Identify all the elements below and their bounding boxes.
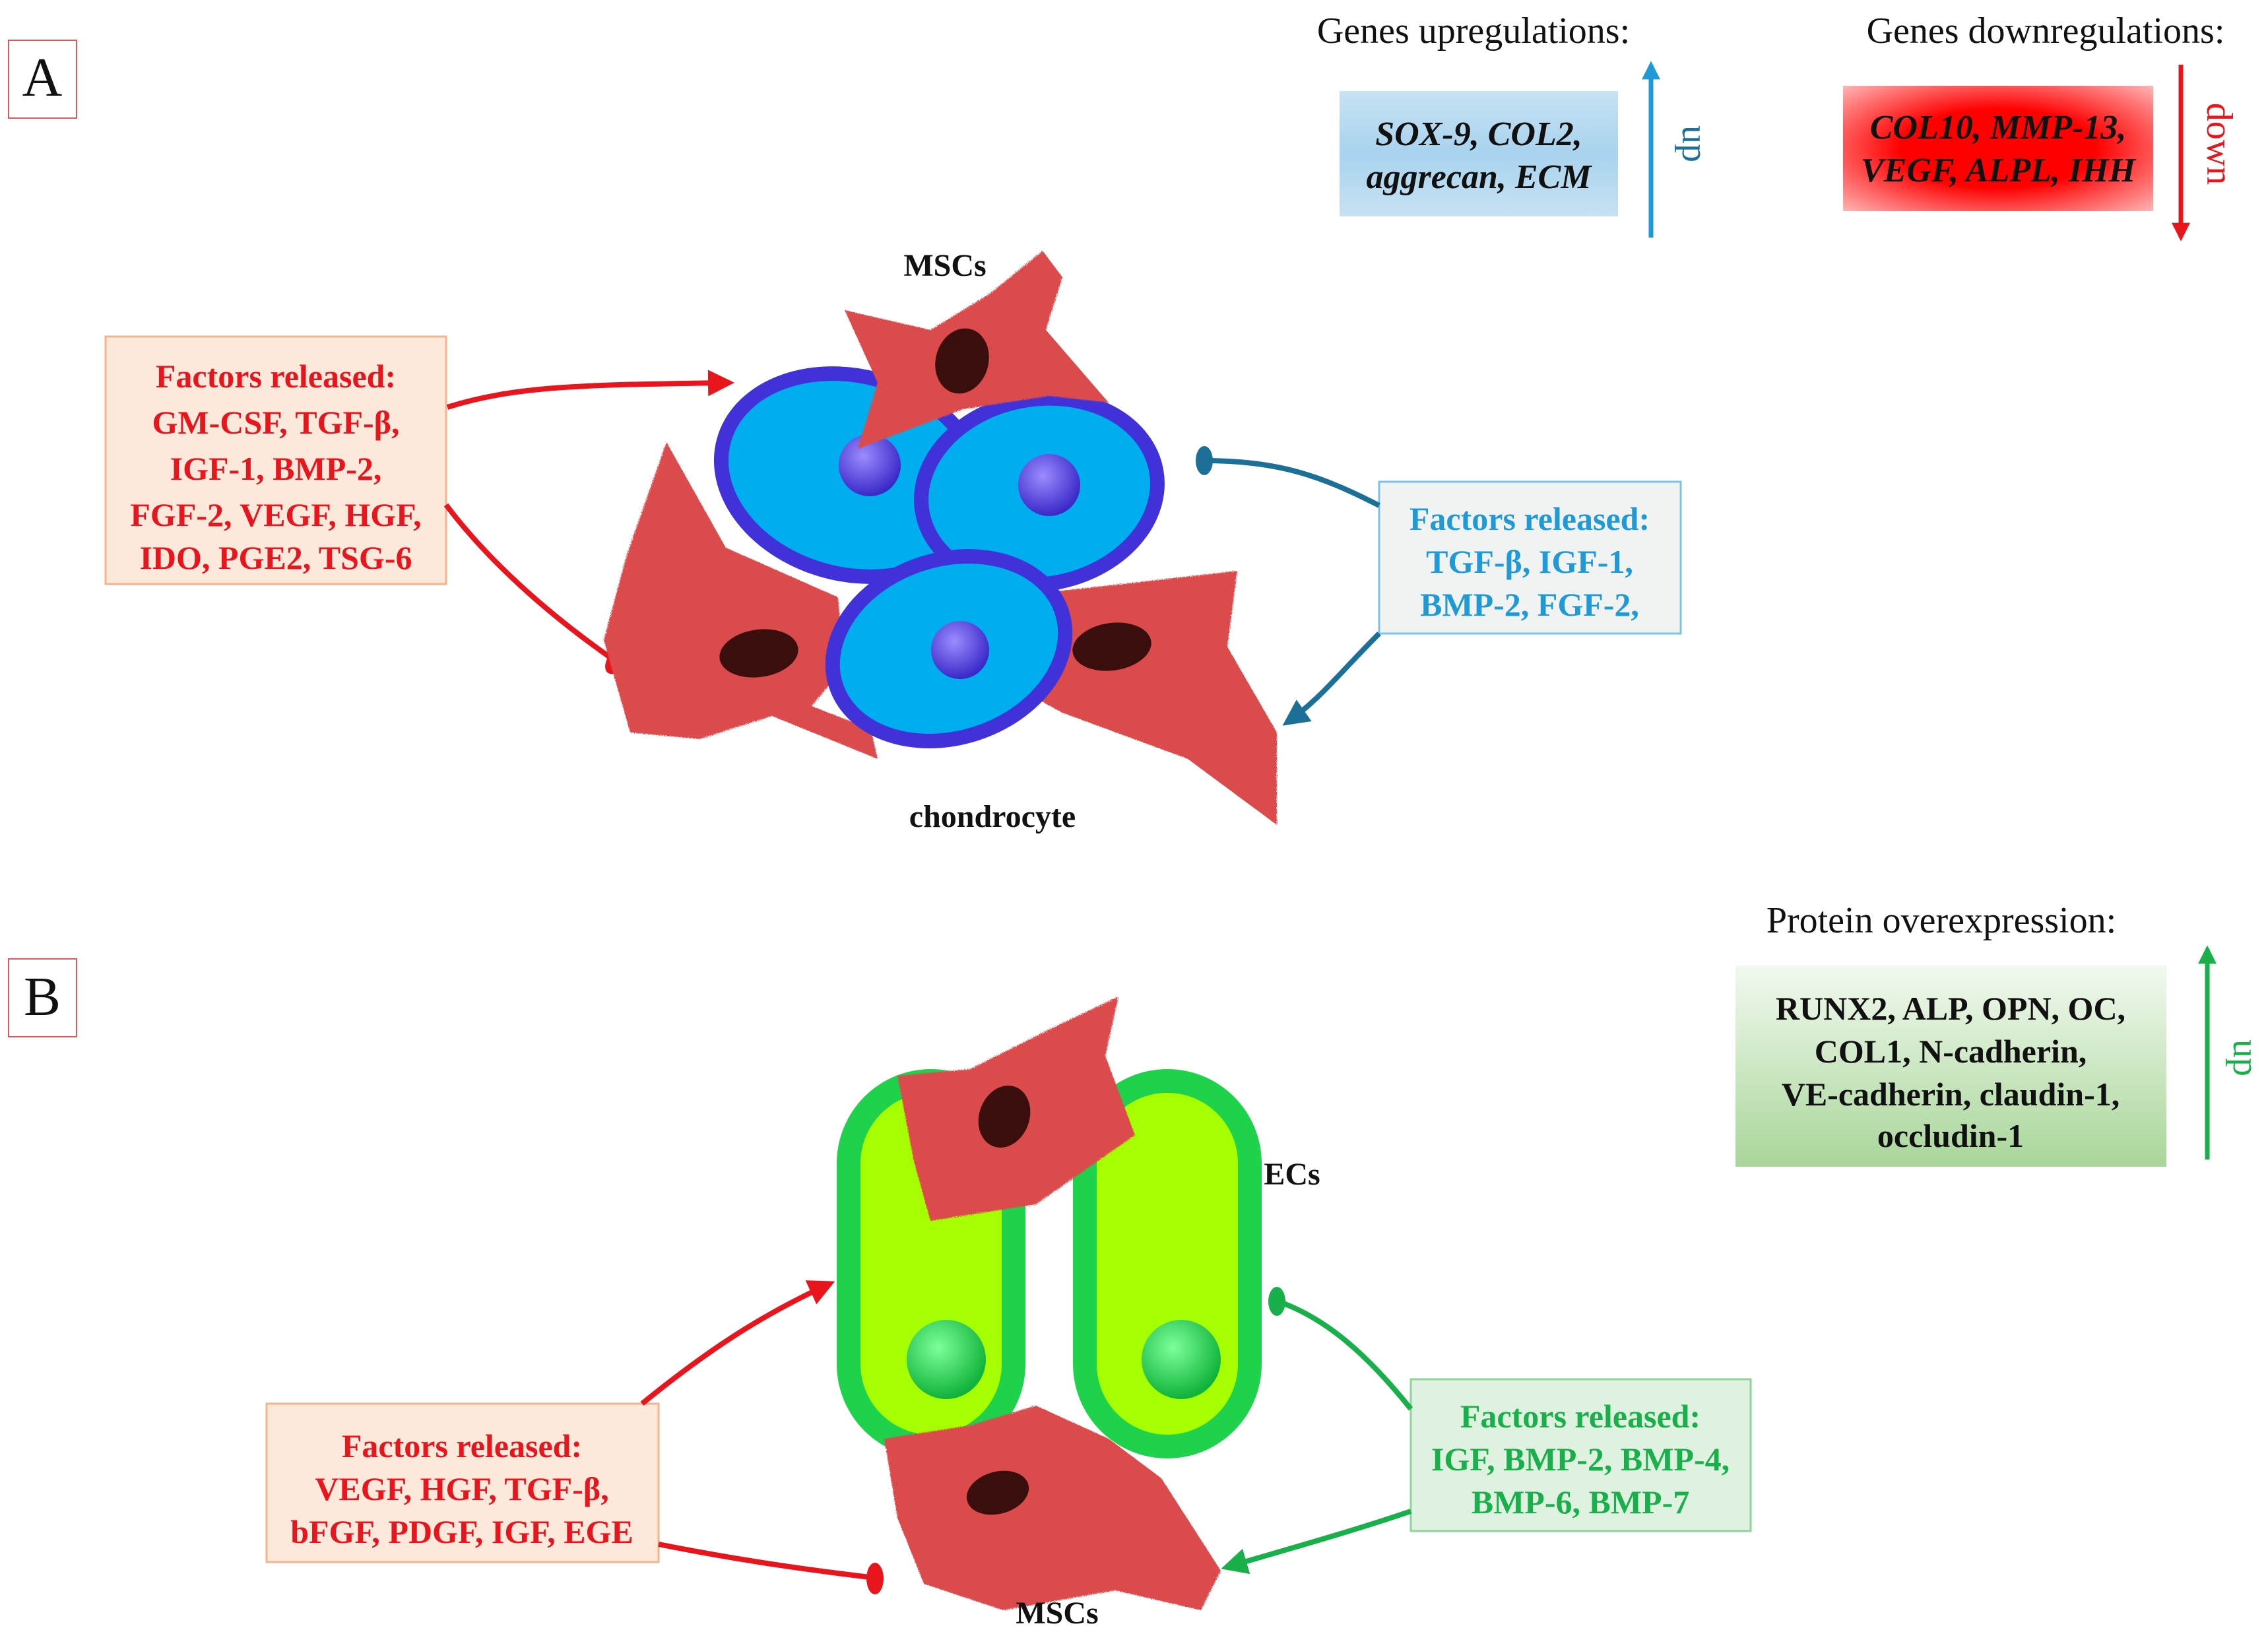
protein-line-1: RUNX2, ALP, OPN, OC,	[1776, 990, 2125, 1027]
endothelial-cell-right	[1073, 1069, 1262, 1458]
genes-up-box	[1340, 91, 1618, 216]
ec-factors-line-2: BMP-6, BMP-7	[1472, 1484, 1689, 1520]
panel-a: A Genes upregulations: SOX-9, COL2, aggr…	[8, 11, 2240, 834]
panel-a-chondro-inhibit-end	[1196, 446, 1213, 475]
panel-b-msc-inhibit-end	[866, 1563, 884, 1594]
chondrocyte-nucleus-1	[839, 434, 901, 496]
panel-b-msc-factors-line-1: VEGF, HGF, TGF-β,	[315, 1470, 608, 1507]
panel-b-msc-factors-title: Factors released:	[342, 1427, 582, 1464]
chondrocyte-factors-title: Factors released:	[1409, 500, 1650, 537]
panel-a-msc-cell-top	[845, 251, 1109, 449]
panel-a-msc-factors-line-2: IGF-1, BMP-2,	[170, 450, 382, 487]
panel-a-label-box	[8, 40, 77, 119]
panel-a-msc-nucleus-left	[719, 629, 798, 678]
panel-a-msc-to-chondro-arrow	[446, 370, 734, 410]
genes-down-heading: Genes downregulations:	[1867, 11, 2225, 51]
genes-down-box	[1843, 86, 2153, 211]
ec-factors-box	[1409, 1378, 1752, 1532]
panel-a-chondro-to-msc-arrow	[1282, 632, 1381, 726]
panel-a-msc-cell-left	[604, 442, 878, 759]
protein-line-3: VE-cadherin, claudin-1,	[1782, 1076, 2120, 1113]
panel-a-msc-nucleus-top	[935, 328, 989, 394]
panel-b-msc-factors-box	[265, 1402, 660, 1563]
chondrocyte-factors-box	[1378, 480, 1682, 635]
ec-factors-line-1: IGF, BMP-2, BMP-4,	[1431, 1441, 1730, 1478]
genes-up-heading: Genes upregulations:	[1317, 11, 1630, 51]
panel-b-msc-cell-top	[897, 996, 1135, 1221]
panel-a-mscs-label: MSCs	[903, 248, 986, 283]
panel-b-mscs-label: MSCs	[1016, 1596, 1098, 1631]
genes-up-arrow-label: up	[1674, 125, 1715, 162]
panel-b-ec-inhibit-line	[1282, 1301, 1413, 1411]
panel-b-msc-to-ec-arrow	[640, 1280, 835, 1406]
panel-b-ec-inhibit-end	[1268, 1287, 1285, 1316]
endothelial-nucleus-right	[1142, 1320, 1221, 1399]
endothelial-nucleus-left	[907, 1320, 986, 1399]
protein-heading: Protein overexpression:	[1766, 900, 2116, 941]
panel-b-msc-nucleus-bottom	[966, 1470, 1029, 1515]
genes-up-line-2: aggrecan, ECM	[1367, 158, 1593, 196]
panel-b-label: B	[24, 966, 61, 1028]
panel-a-msc-inhibit-line	[443, 503, 616, 663]
ecs-label: ECs	[1264, 1157, 1320, 1192]
panel-b-msc-factors-line-2: bFGF, PDGF, IGF, EGE	[290, 1513, 633, 1550]
chondrocyte-nucleus-2	[1018, 454, 1080, 516]
chondrocyte-nucleus-3	[931, 621, 989, 679]
panel-a-msc-factors-line-3: FGF-2, VEGF, HGF,	[130, 496, 421, 533]
panel-a-msc-nucleus-right	[1072, 622, 1151, 671]
panel-a-msc-factors-title: Factors released:	[156, 358, 396, 395]
genes-down-arrow-label: down	[2199, 103, 2240, 185]
genes-up-line-1: SOX-9, COL2,	[1375, 115, 1582, 153]
protein-line-4: occludin-1	[1877, 1117, 2024, 1154]
protein-arrow-label: up	[2225, 1039, 2266, 1076]
chondrocyte-factors-line-1: TGF-β, IGF-1,	[1426, 543, 1633, 580]
panel-b-msc-nucleus-top	[978, 1086, 1031, 1148]
chondrocyte-cell-3	[825, 549, 1073, 748]
genes-down-line-2: VEGF, ALPL, IHH	[1861, 152, 2137, 189]
chondrocyte-label: chondrocyte	[909, 799, 1076, 834]
panel-a-chondro-inhibit-line	[1210, 458, 1380, 508]
panel-a-msc-factors-line-4: IDO, PGE2, TSG-6	[139, 539, 412, 576]
chondrocyte-cell-2	[914, 391, 1165, 593]
panel-b-ec-to-msc-arrow	[1221, 1509, 1412, 1575]
panel-b: B Protein overexpression: RUNX2, ALP, OP…	[8, 900, 2266, 1631]
panel-a-msc-factors-box	[104, 335, 447, 585]
ec-factors-title: Factors released:	[1460, 1398, 1701, 1435]
protein-line-2: COL1, N-cadherin,	[1815, 1033, 2087, 1070]
panel-a-msc-factors-line-1: GM-CSF, TGF-β,	[152, 404, 400, 441]
chondrocyte-factors-line-2: BMP-2, FGF-2,	[1420, 586, 1639, 623]
genes-down-line-1: COL10, MMP-13,	[1870, 109, 2127, 147]
protein-box	[1735, 965, 2166, 1167]
panel-b-label-box	[8, 958, 77, 1037]
panel-a-label: A	[22, 47, 63, 108]
panel-b-msc-inhibit-line	[658, 1542, 870, 1580]
panel-b-msc-cell-bottom	[884, 1406, 1221, 1610]
